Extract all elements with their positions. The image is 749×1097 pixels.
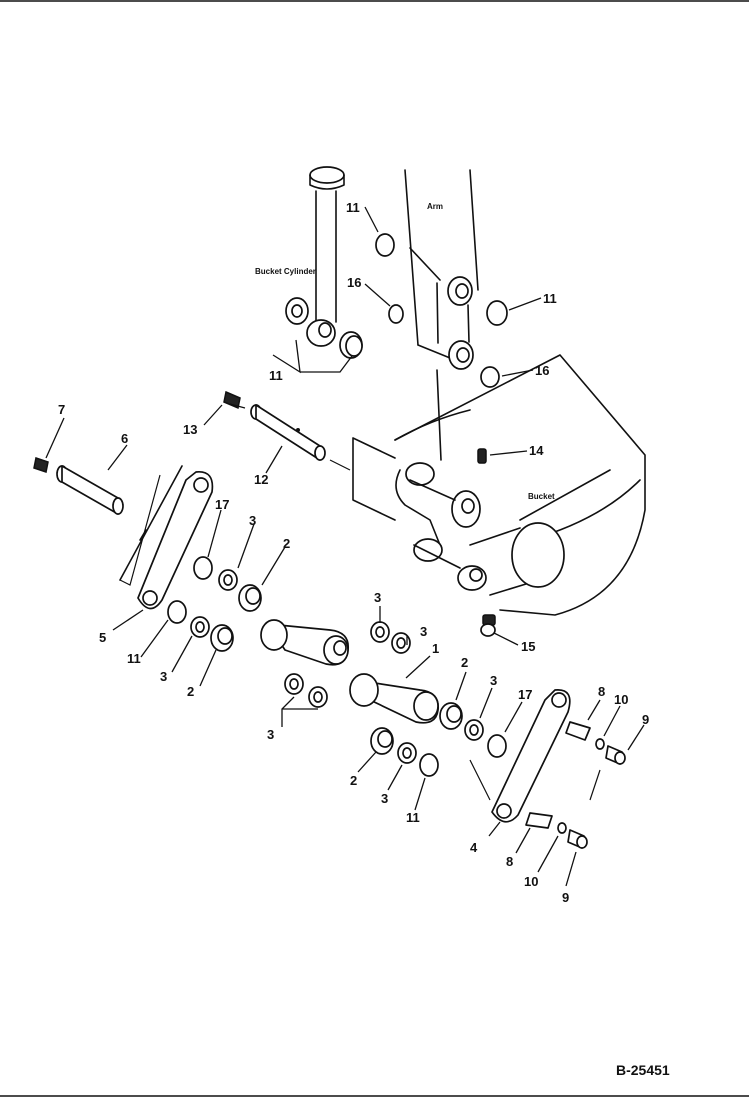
callout-3-right-top: 3 bbox=[490, 673, 497, 688]
callout-12: 12 bbox=[254, 472, 268, 487]
callout-17-left: 17 bbox=[215, 497, 229, 512]
callout-3-left-top: 3 bbox=[249, 513, 256, 528]
callout-8-lower: 8 bbox=[506, 854, 513, 869]
callout-11-left: 11 bbox=[127, 651, 141, 666]
shim-11-left bbox=[167, 600, 187, 624]
callout-3-mid-b: 3 bbox=[420, 624, 427, 639]
bucket-cylinder-label: Bucket Cylinder bbox=[255, 267, 316, 276]
link-4 bbox=[491, 689, 571, 823]
callout-2-left-bottom: 2 bbox=[187, 684, 194, 699]
callout-3-lower-left: 3 bbox=[267, 727, 274, 742]
bushing-2-left-b bbox=[210, 624, 234, 652]
callout-2-left-top: 2 bbox=[283, 536, 290, 551]
bucket-label: Bucket bbox=[528, 492, 555, 501]
callout-3-lower: 3 bbox=[381, 791, 388, 806]
bucket-cylinder-drawing bbox=[285, 166, 363, 359]
callout-9-lower: 9 bbox=[562, 890, 569, 905]
link-1-lower bbox=[349, 673, 440, 724]
link-5 bbox=[119, 465, 214, 610]
arm-label: Arm bbox=[427, 202, 443, 211]
bolt-9-upper bbox=[605, 745, 626, 765]
callout-10-lower: 10 bbox=[524, 874, 538, 889]
callout-3-mid-a: 3 bbox=[374, 590, 381, 605]
callout-9-upper: 9 bbox=[642, 712, 649, 727]
shim-11-right bbox=[419, 753, 439, 777]
callout-2-right-top: 2 bbox=[461, 655, 468, 670]
grease-fitting-7 bbox=[33, 457, 49, 473]
callout-1: 1 bbox=[432, 641, 439, 656]
callout-4: 4 bbox=[470, 840, 478, 855]
callout-11-top: 11 bbox=[346, 200, 360, 215]
callout-11-arm: 11 bbox=[543, 291, 557, 306]
assembly-lines bbox=[119, 403, 601, 801]
washer-10-lower bbox=[557, 822, 567, 834]
washer-10-upper bbox=[595, 738, 605, 750]
callout-15: 15 bbox=[521, 639, 535, 654]
seal-3-right-a bbox=[464, 719, 484, 741]
leader-lines bbox=[45, 206, 645, 887]
bolt-9-lower bbox=[567, 829, 588, 849]
seal-3-right-b bbox=[397, 742, 417, 764]
callout-17-right: 17 bbox=[518, 687, 532, 702]
grease-fitting-13 bbox=[223, 390, 241, 410]
callout-13: 13 bbox=[183, 422, 197, 437]
pin-12 bbox=[250, 404, 326, 461]
callout-3-left-bottom: 3 bbox=[160, 669, 167, 684]
arm-drawing bbox=[375, 169, 508, 388]
bushing-2-left-a bbox=[238, 584, 262, 612]
seal-3-left-a bbox=[218, 569, 238, 591]
plate-8-upper bbox=[565, 721, 591, 741]
seal-3-mid-b bbox=[391, 632, 411, 654]
callout-5: 5 bbox=[99, 630, 106, 645]
seal-3-left-b bbox=[190, 616, 210, 638]
callout-11-cyl: 11 bbox=[269, 368, 283, 383]
callout-11-lower: 11 bbox=[406, 810, 420, 825]
callout-14: 14 bbox=[529, 443, 544, 458]
seal-3-low-b bbox=[308, 686, 328, 708]
bushing-2-right-a bbox=[439, 702, 463, 730]
plate-8-lower bbox=[525, 812, 553, 829]
callout-10-upper: 10 bbox=[614, 692, 628, 707]
callout-16-top: 16 bbox=[347, 275, 361, 290]
shim-17-right bbox=[487, 734, 507, 758]
pin-6 bbox=[56, 465, 124, 515]
callout-8-upper: 8 bbox=[598, 684, 605, 699]
callout-2-lower: 2 bbox=[350, 773, 357, 788]
callout-6: 6 bbox=[121, 431, 128, 446]
seal-3-low-a bbox=[284, 673, 304, 695]
bucket-drawing bbox=[352, 354, 646, 637]
bushing-2-right-b bbox=[370, 727, 394, 755]
seal-3-mid-a bbox=[370, 621, 390, 643]
link-1-upper bbox=[260, 619, 350, 666]
shim-17-left bbox=[193, 556, 213, 580]
drawing-code: B-25451 bbox=[616, 1062, 670, 1078]
callout-16-arm: 16 bbox=[535, 363, 549, 378]
callout-7: 7 bbox=[58, 402, 65, 417]
